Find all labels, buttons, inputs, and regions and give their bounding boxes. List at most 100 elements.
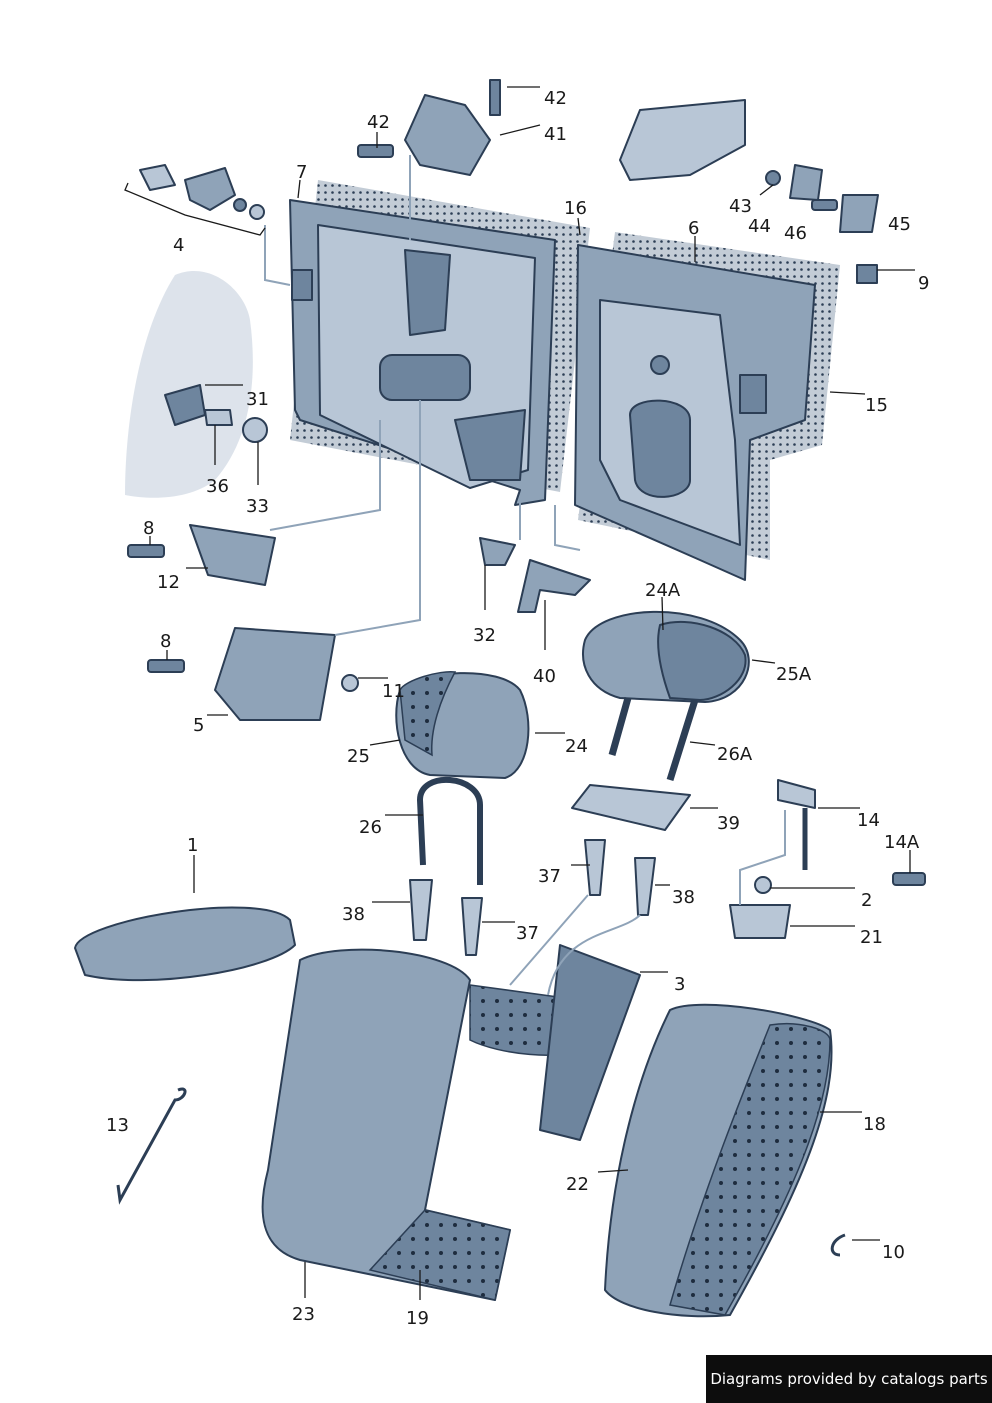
bolt-8-upper bbox=[127, 544, 165, 558]
callout-37-right: 37 bbox=[538, 866, 561, 887]
washer-43 bbox=[765, 170, 781, 186]
headrest-24a-post-left bbox=[608, 697, 632, 756]
callout-5: 5 bbox=[193, 715, 204, 736]
callout-41: 41 bbox=[544, 124, 567, 145]
pin-36 bbox=[204, 409, 233, 426]
seat-cushion-18-perforated bbox=[669, 1022, 831, 1316]
callout-42-left: 42 bbox=[367, 112, 390, 133]
callout-26: 26 bbox=[359, 817, 382, 838]
guide-38 bbox=[547, 914, 641, 996]
cover-45 bbox=[839, 194, 879, 233]
belt-shadow bbox=[125, 271, 253, 498]
guide-12 bbox=[269, 420, 381, 531]
callout-7: 7 bbox=[296, 162, 307, 183]
connector-21 bbox=[729, 904, 791, 939]
callout-25a: 25A bbox=[776, 664, 812, 685]
callout-21: 21 bbox=[860, 927, 883, 948]
callout-40: 40 bbox=[533, 666, 556, 687]
backrest-embossing-right bbox=[629, 399, 691, 498]
sleeve-38-left bbox=[409, 879, 433, 941]
callout-33: 33 bbox=[246, 496, 269, 517]
leader-lines bbox=[124, 86, 915, 1300]
lock-washer bbox=[249, 204, 265, 220]
callout-39: 39 bbox=[717, 813, 740, 834]
bracket-5 bbox=[214, 627, 336, 721]
bracket-12 bbox=[189, 524, 276, 586]
callout-24: 24 bbox=[565, 736, 588, 757]
callout-26a: 26A bbox=[717, 744, 753, 765]
callout-19: 19 bbox=[406, 1308, 429, 1329]
guide-40 bbox=[554, 505, 581, 551]
grommet-33 bbox=[242, 417, 268, 443]
callout-10: 10 bbox=[882, 1242, 905, 1263]
callout-24a: 24A bbox=[645, 580, 681, 601]
callout-44: 44 bbox=[748, 216, 771, 237]
armrest-1 bbox=[74, 906, 296, 982]
guide-21 bbox=[739, 810, 786, 905]
callout-18: 18 bbox=[863, 1114, 886, 1135]
ring-11 bbox=[341, 674, 359, 692]
sleeve-37-left bbox=[461, 897, 483, 956]
guide-5 bbox=[334, 400, 421, 636]
callout-15: 15 bbox=[865, 395, 888, 416]
credit-banner: Diagrams provided by catalogs parts bbox=[706, 1355, 992, 1403]
guide-37 bbox=[509, 894, 589, 986]
callout-14: 14 bbox=[857, 810, 880, 831]
bolt-42-top bbox=[489, 79, 501, 116]
callout-3: 3 bbox=[674, 974, 685, 995]
callout-36: 36 bbox=[206, 476, 229, 497]
callout-9: 9 bbox=[918, 273, 929, 294]
callout-37-left: 37 bbox=[516, 923, 539, 944]
callout-43: 43 bbox=[729, 196, 752, 217]
bolt-46 bbox=[811, 199, 838, 211]
callout-14a: 14A bbox=[884, 832, 920, 853]
headrest-24a-post-right bbox=[666, 698, 699, 782]
backrest-lock-slot bbox=[404, 249, 451, 336]
callout-38-left: 38 bbox=[342, 904, 365, 925]
hinge-40 bbox=[517, 559, 591, 613]
sleeve-37-right bbox=[584, 839, 606, 896]
callout-13: 13 bbox=[106, 1115, 129, 1136]
headrest-24a-cover bbox=[657, 620, 747, 701]
callout-4: 4 bbox=[173, 235, 184, 256]
clip-10 bbox=[830, 1233, 846, 1257]
callout-46: 46 bbox=[784, 223, 807, 244]
callout-2: 2 bbox=[861, 890, 872, 911]
panel-3 bbox=[539, 944, 641, 1141]
callout-22: 22 bbox=[566, 1174, 589, 1195]
bolt-14a bbox=[892, 872, 926, 886]
plate-44 bbox=[789, 164, 823, 201]
callout-23: 23 bbox=[292, 1304, 315, 1325]
callout-45: 45 bbox=[888, 214, 911, 235]
button-9 bbox=[856, 264, 878, 284]
lock-spring bbox=[233, 198, 247, 212]
callout-42-top: 42 bbox=[544, 88, 567, 109]
bolt-42-left bbox=[357, 144, 394, 158]
guide-4 bbox=[264, 225, 291, 286]
plate-39 bbox=[571, 784, 691, 831]
callout-8-lower: 8 bbox=[160, 631, 171, 652]
callout-16: 16 bbox=[564, 198, 587, 219]
backrest-latch-window bbox=[291, 269, 313, 301]
headrest-frame-26 bbox=[416, 776, 483, 885]
callout-8-upper: 8 bbox=[143, 518, 154, 539]
hinge-32 bbox=[479, 537, 516, 566]
callout-31: 31 bbox=[246, 389, 269, 410]
hook-13 bbox=[116, 1087, 187, 1205]
callout-38-right: 38 bbox=[672, 887, 695, 908]
lock-plate-4 bbox=[184, 167, 236, 211]
backrest-latch-window-right bbox=[739, 374, 767, 414]
callout-11: 11 bbox=[382, 681, 405, 702]
backrest-pocket-left bbox=[454, 409, 526, 481]
backrest-hole-right bbox=[650, 355, 670, 375]
callout-6: 6 bbox=[688, 218, 699, 239]
callout-12: 12 bbox=[157, 572, 180, 593]
callout-32: 32 bbox=[473, 625, 496, 646]
sleeve-38-right bbox=[634, 857, 656, 916]
callout-25: 25 bbox=[347, 746, 370, 767]
headrest-rear-small bbox=[619, 99, 746, 181]
bolt-8-lower bbox=[147, 659, 185, 673]
switch-14 bbox=[777, 779, 816, 809]
lock-pin-4 bbox=[139, 164, 176, 191]
